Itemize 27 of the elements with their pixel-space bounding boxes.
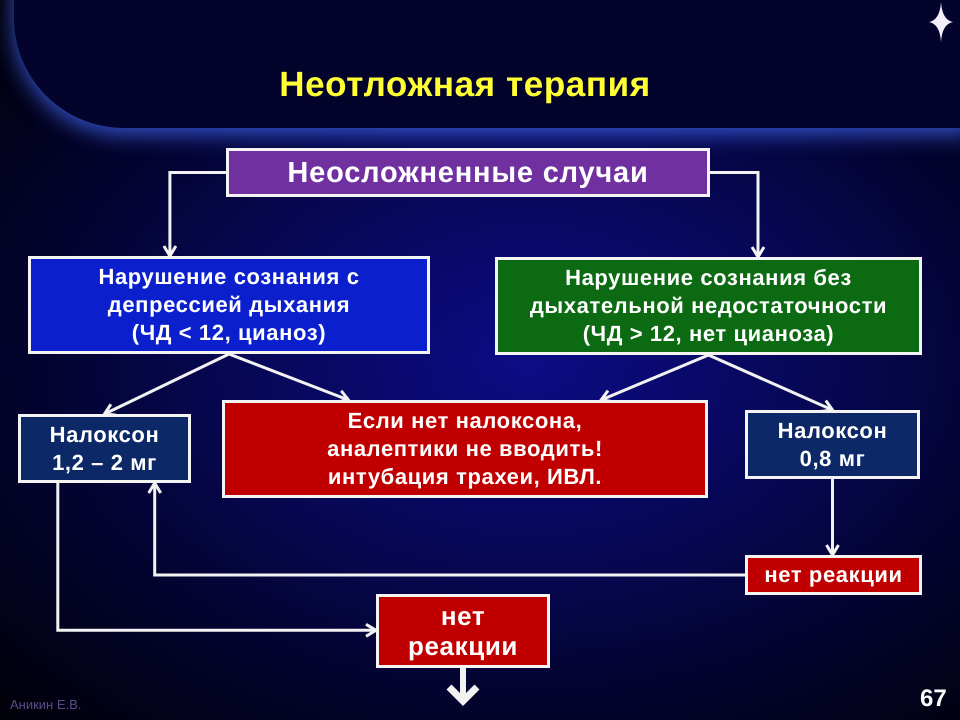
node-label: нет реакции <box>764 562 903 588</box>
connector-arrow <box>147 482 745 576</box>
node-label: Нарушение сознания с депрессией дыхания (ЧД < 12, цианоз) <box>97 263 361 347</box>
node-label: Налоксон 1,2 – 2 мг <box>48 420 160 476</box>
title: Неотложная терапия <box>278 64 652 106</box>
node-label: Налоксон 0,8 мг <box>776 416 888 472</box>
down-arrow <box>446 668 480 704</box>
node-label: Нарушение сознания без дыхательной недостаточности (ЧД > 12, нет цианоза) <box>528 264 888 348</box>
author-text: Аникин Е.В. <box>10 696 82 714</box>
outcome-box <box>745 555 922 595</box>
connector-arrow <box>103 352 230 417</box>
condition-box <box>28 256 430 354</box>
connector-arrow <box>162 171 226 258</box>
category-box <box>226 148 710 197</box>
warning-box <box>222 400 708 498</box>
condition-box <box>495 257 922 355</box>
connector-arrow <box>56 483 378 638</box>
dose-box <box>18 414 191 483</box>
connector-arrow <box>708 354 834 413</box>
dose-box <box>745 410 920 479</box>
node-label: Если нет налоксона, аналептики не вводить! интубация трахеи, ИВЛ. <box>326 407 604 491</box>
page-number: 67 <box>920 684 947 714</box>
connector-arrow <box>710 171 766 258</box>
connector-arrow <box>825 479 840 556</box>
node-label: нет реакции <box>407 601 519 661</box>
outcome-box <box>376 594 550 668</box>
node-label: Неосложненные случаи <box>287 156 649 190</box>
